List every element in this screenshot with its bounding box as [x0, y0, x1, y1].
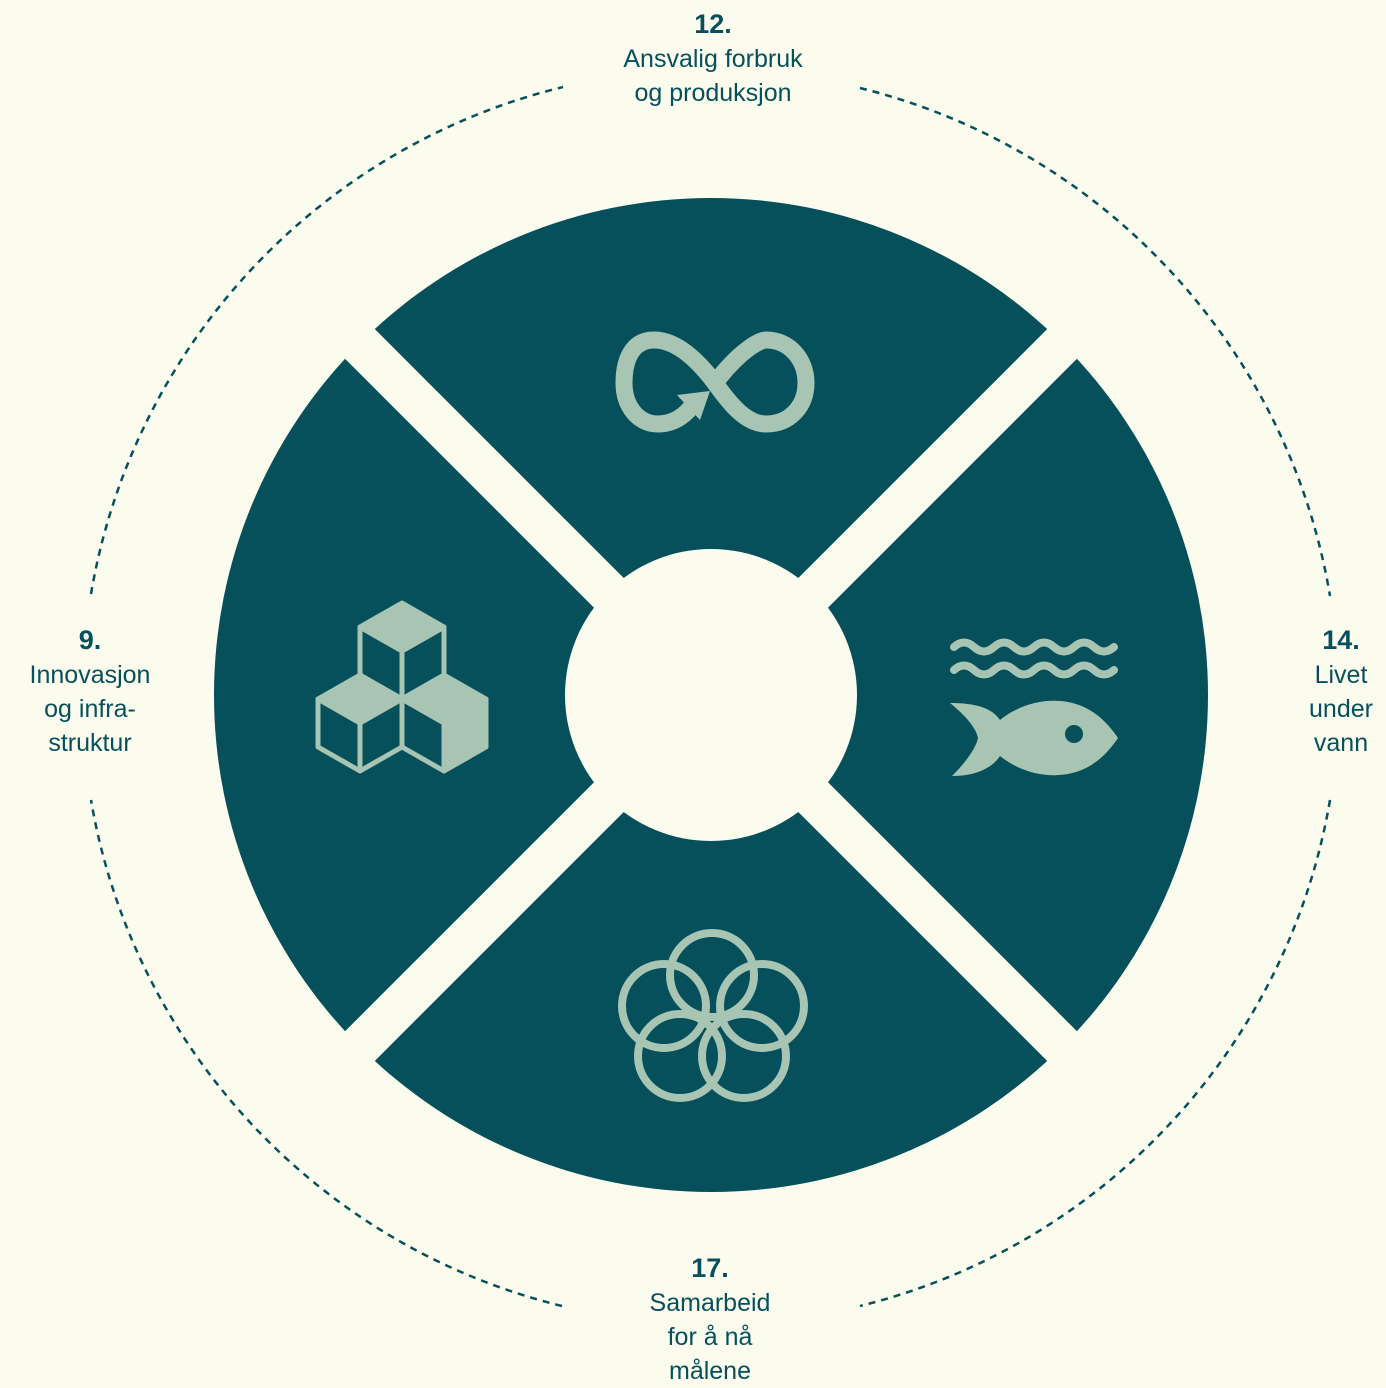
goal-12-label: 12. Ansvalig forbruk og produksjon [553, 6, 873, 110]
dashed-arc-top-left [89, 85, 564, 595]
goal-17-number: 17. [691, 1253, 729, 1283]
goal-9-number: 9. [78, 625, 102, 655]
goal-14-title: Livet under vann [1309, 661, 1373, 757]
goal-14-label: 14. Livet under vann [1296, 622, 1386, 760]
dashed-arc-top-right [859, 86, 1332, 597]
dashed-ring [89, 85, 1332, 1308]
infinity-recycle-icon [615, 331, 815, 433]
fish-waves-icon [950, 638, 1118, 776]
goal-12-title: Ansvalig forbruk og produksjon [623, 45, 803, 107]
dashed-arc-bottom-left [89, 799, 563, 1308]
goal-9-title: Innovasjon og infra- struktur [29, 661, 151, 757]
stacked-cubes-icon [315, 600, 489, 774]
goal-17-label: 17. Samarbeid for å nå målene [560, 1250, 860, 1388]
interlocking-circles-icon [618, 929, 808, 1102]
wheel [214, 198, 1208, 1192]
goal-14-number: 14. [1322, 625, 1360, 655]
goal-12-number: 12. [694, 9, 732, 39]
wheel-center [565, 549, 857, 841]
dashed-arc-bottom-right [859, 799, 1332, 1308]
goal-9-label: 9. Innovasjon og infra- struktur [0, 622, 180, 760]
goal-17-title: Samarbeid for å nå målene [649, 1289, 771, 1385]
